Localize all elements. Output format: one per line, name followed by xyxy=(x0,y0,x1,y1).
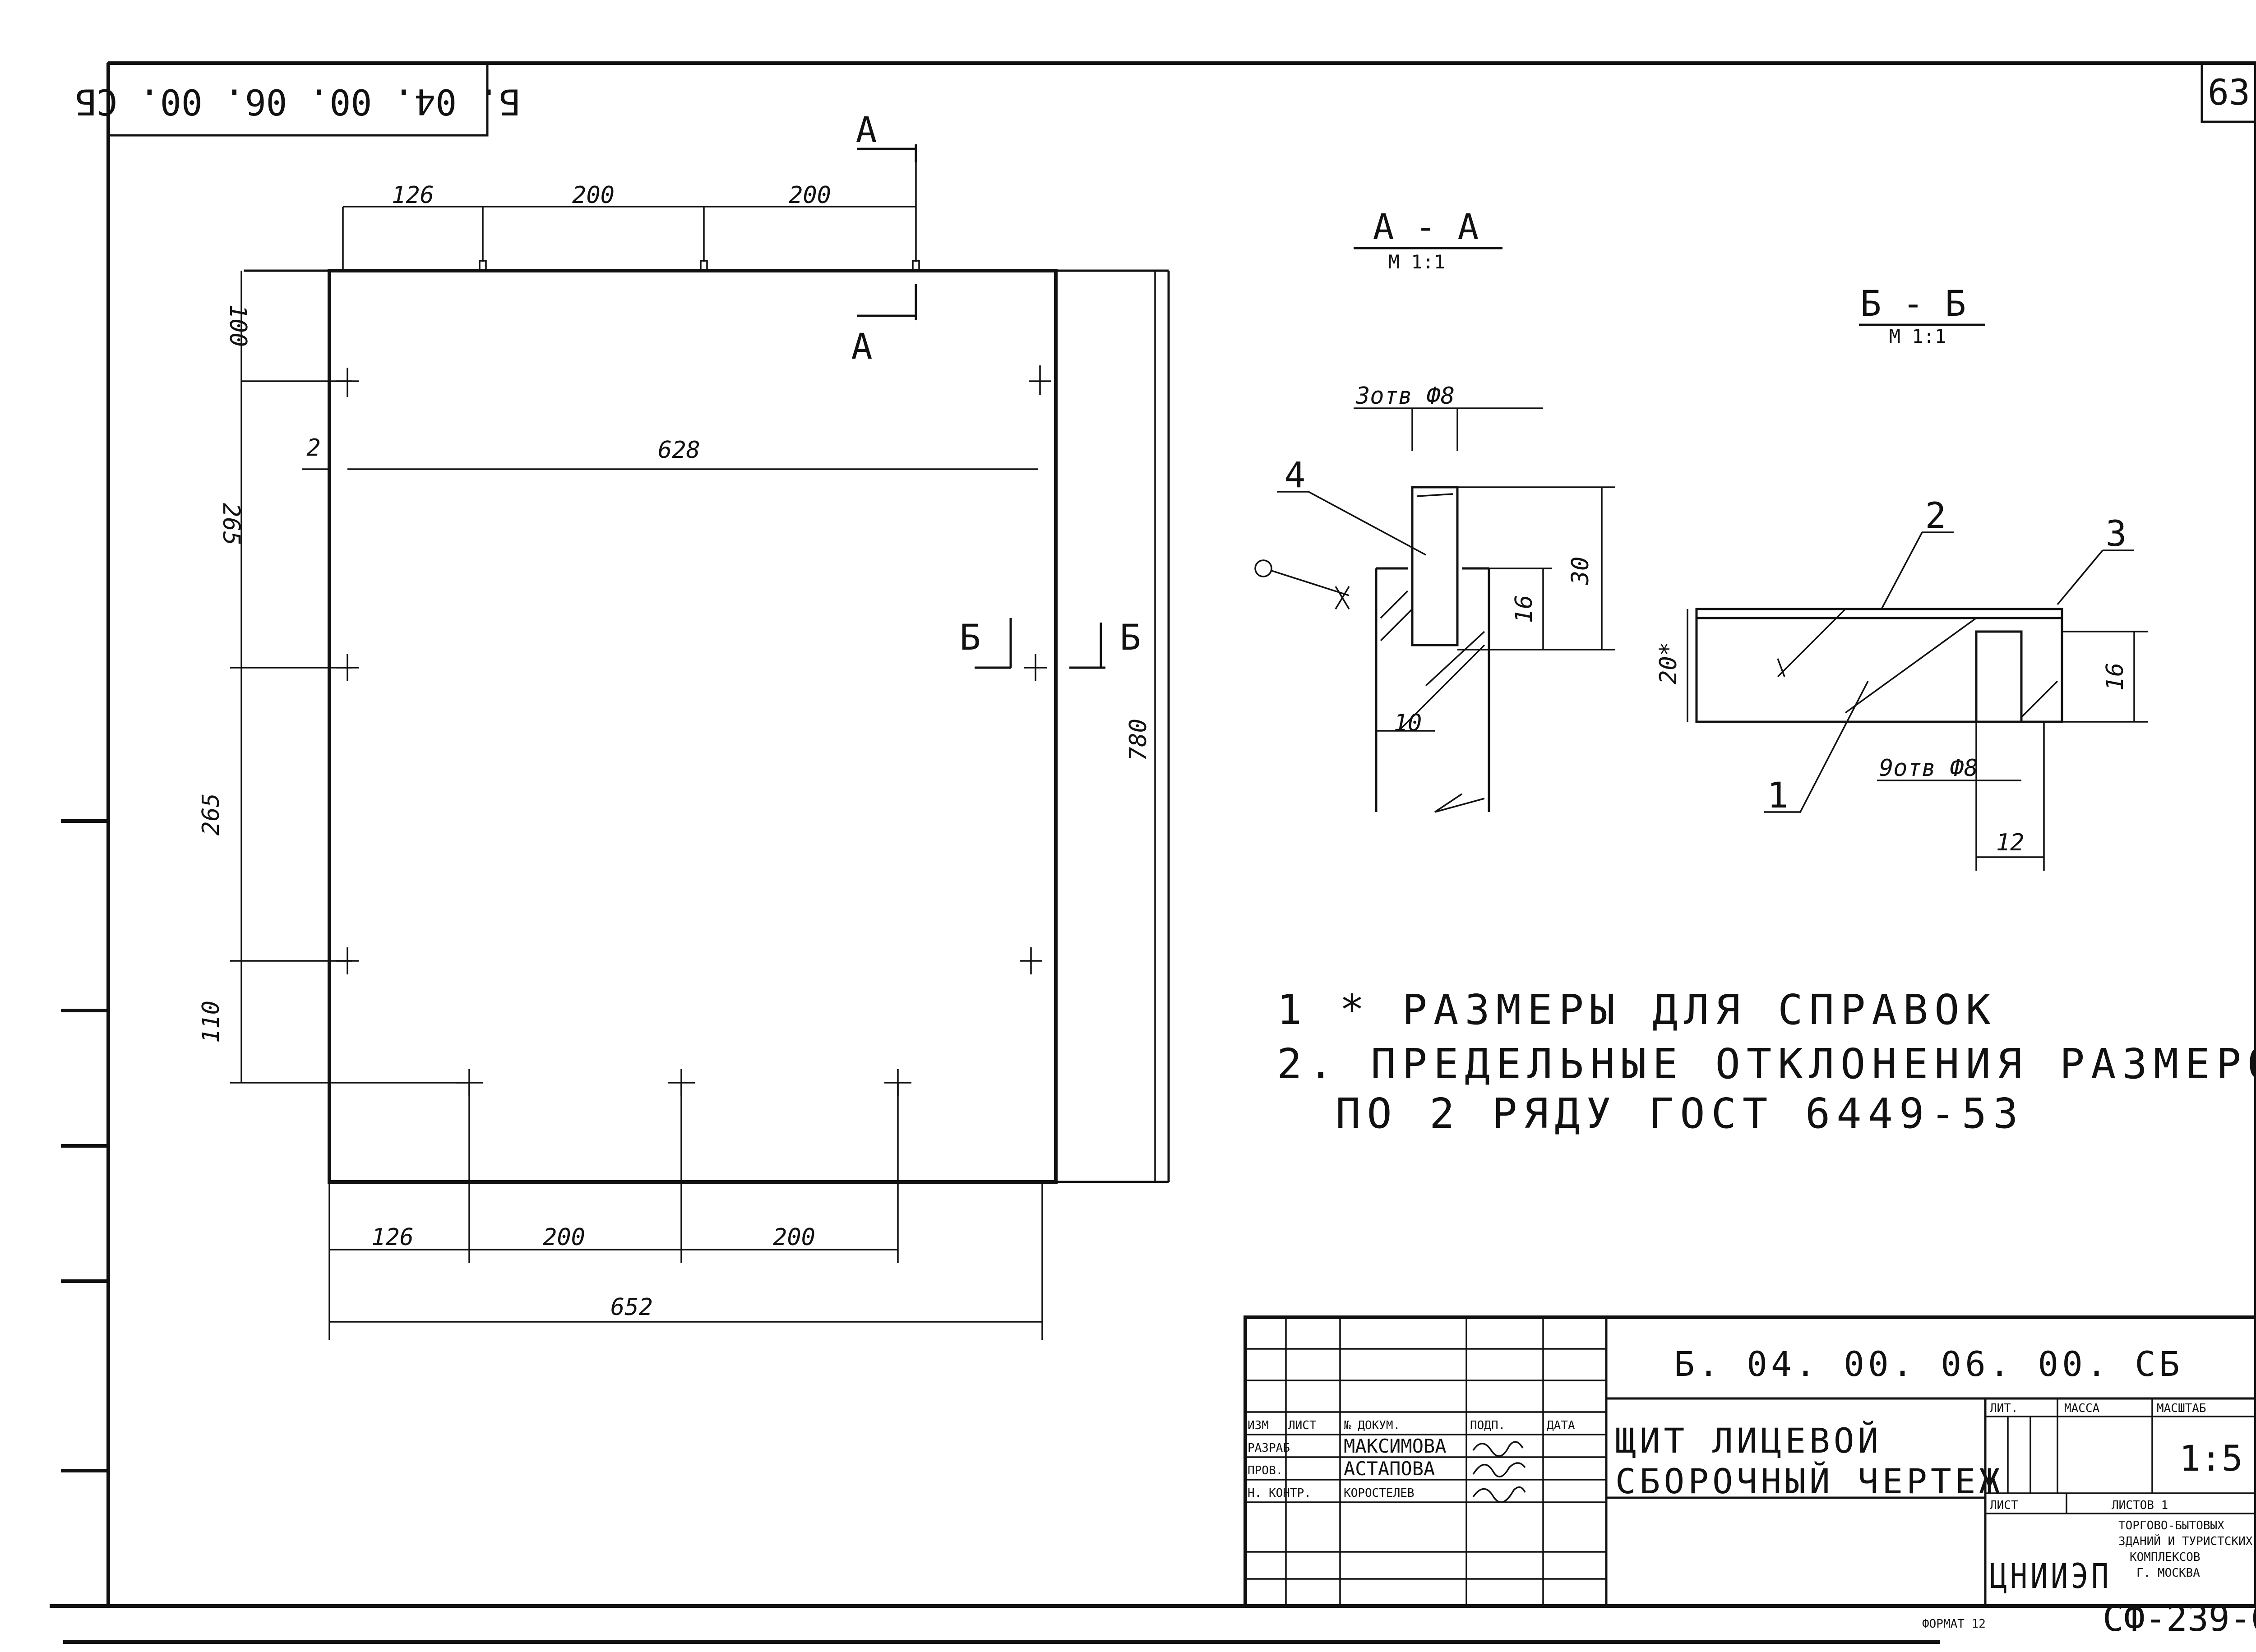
cut-a-top: А xyxy=(856,110,877,151)
tb-doc-code: Б. 04. 00. 06. 00. СБ xyxy=(1674,1344,2183,1384)
top-dim-2: 200 xyxy=(572,182,615,209)
tb-role-3: Н. КОНТР. xyxy=(1248,1486,1311,1500)
left-dim-265b: 265 xyxy=(198,793,225,835)
org-logo: ЦНИИЭП xyxy=(1990,1556,2112,1596)
tb-scale-label: МАСШТАБ xyxy=(2157,1402,2206,1415)
tb-col-date: ДАТА xyxy=(1547,1419,1575,1432)
section-aa-dim-16: 16 xyxy=(1511,595,1538,623)
sheet-number-box: 63 xyxy=(2201,62,2256,123)
section-aa-dim-10: 10 xyxy=(1394,710,1422,737)
tb-role-2: ПРОВ. xyxy=(1248,1464,1283,1477)
tb-col-list: ЛИСТ xyxy=(1288,1419,1317,1432)
tb-scale-value: 1:5 xyxy=(2179,1439,2243,1479)
sheet-frame xyxy=(50,61,2256,1644)
section-aa: А - А М 1:1 3отв Ф8 30 16 10 4 xyxy=(1254,207,1615,813)
bottom-dim-1: 126 xyxy=(371,1224,414,1251)
tb-name-line1: ЩИТ ЛИЦЕВОЙ xyxy=(1615,1420,1882,1461)
cut-b-left: Б xyxy=(960,618,981,658)
title-block: ИЗМ ЛИСТ № ДОКУМ. ПОДП. ДАТА РАЗРАБ МАКС… xyxy=(1244,1315,2256,1608)
org-line-3: КОМПЛЕКСОВ xyxy=(2130,1550,2201,1564)
org-line-1: ТОРГОВО-БЫТОВЫХ xyxy=(2118,1519,2224,1532)
section-aa-holes: 3отв Ф8 xyxy=(1355,383,1455,410)
org-line-2: ЗДАНИЙ И ТУРИСТСКИХ xyxy=(2118,1534,2253,1548)
tb-sheet-label: ЛИСТ xyxy=(1990,1499,2018,1512)
section-aa-dim-30: 30 xyxy=(1567,557,1594,586)
tb-name-2: АСТАПОВА xyxy=(1344,1458,1435,1480)
overall-width-dim: 652 xyxy=(610,1294,653,1321)
top-dim-3: 200 xyxy=(789,182,831,209)
tb-role-1: РАЗРАБ xyxy=(1248,1441,1290,1455)
cut-a-bottom: А xyxy=(851,327,873,367)
tb-name-line2: СБОРОЧНЫЙ ЧЕРТЕЖ xyxy=(1615,1461,2003,1501)
left-offset-dim: 2 xyxy=(306,434,320,461)
bottom-dim-2: 200 xyxy=(543,1224,585,1251)
tb-sheets-label: ЛИСТОВ 1 xyxy=(2112,1499,2168,1512)
section-bb: Б - Б М 1:1 20* 16 9отв Ф8 12 2 3 1 xyxy=(1655,284,2148,871)
note-2-cont: ПО 2 РЯДУ ГОСТ 6449-53 xyxy=(1336,1089,2025,1138)
left-dim-110: 110 xyxy=(198,1001,225,1043)
left-dim-100: 100 xyxy=(224,305,251,347)
signature-3 xyxy=(1472,1486,1526,1503)
section-bb-part-2: 2 xyxy=(1925,496,1946,536)
note-2: 2. ПРЕДЕЛЬНЫЕ ОТКЛОНЕНИЯ РАЗМЕРОВ xyxy=(1277,1040,2256,1088)
tb-lit-label: ЛИТ. xyxy=(1990,1402,2018,1415)
section-bb-part-1: 1 xyxy=(1767,775,1789,816)
signature-1 xyxy=(1472,1441,1524,1457)
corner-code-box: Б. 04. 00. 06. 00. СБ xyxy=(75,62,520,137)
section-bb-dim-12: 12 xyxy=(1996,829,2025,856)
section-bb-title: Б - Б xyxy=(1860,284,1966,324)
main-view: 126 200 200 А А 628 2 100 265 265 110 78… xyxy=(198,110,1170,1340)
left-dim-265a: 265 xyxy=(217,503,245,545)
section-aa-part-4: 4 xyxy=(1285,455,1306,496)
format-label: ФОРМАТ 12 xyxy=(1922,1617,1986,1631)
tb-col-sign: ПОДП. xyxy=(1470,1419,1505,1432)
section-bb-dim-20: 20* xyxy=(1655,642,1682,684)
note-1: 1 * РАЗМЕРЫ ДЛЯ СПРАВОК xyxy=(1277,986,1997,1034)
tb-name-1: МАКСИМОВА xyxy=(1344,1435,1447,1457)
org-line-4: Г. МОСКВА xyxy=(2136,1566,2200,1580)
section-bb-dim-16: 16 xyxy=(2102,663,2129,691)
sheet-number: 63 xyxy=(2208,73,2250,113)
section-aa-scale: М 1:1 xyxy=(1388,251,1445,273)
section-aa-title: А - А xyxy=(1373,207,1479,248)
section-bb-scale: М 1:1 xyxy=(1889,325,1946,347)
tb-mass-label: МАССА xyxy=(2064,1402,2100,1415)
doc-code-rotated: Б. 04. 00. 06. 00. СБ xyxy=(75,81,520,122)
tb-col-izm: ИЗМ xyxy=(1248,1419,1269,1432)
tb-name-3: КОРОСТЕЛЕВ xyxy=(1344,1486,1415,1500)
cut-b-right: Б xyxy=(1120,618,1141,658)
inner-width-dim: 628 xyxy=(658,437,700,464)
section-bb-part-3: 3 xyxy=(2106,514,2127,554)
top-dim-1: 126 xyxy=(392,182,434,209)
notes: 1 * РАЗМЕРЫ ДЛЯ СПРАВОК 2. ПРЕДЕЛЬНЫЕ ОТ… xyxy=(1277,986,2256,1138)
signature-2 xyxy=(1472,1462,1526,1478)
hole-marks xyxy=(336,365,1051,1096)
tb-col-doc: № ДОКУМ. xyxy=(1344,1419,1400,1432)
bottom-dim-3: 200 xyxy=(773,1224,815,1251)
section-bb-holes: 9отв Ф8 xyxy=(1879,755,1978,782)
ref-code: СФ-239-05 xyxy=(2103,1599,2256,1639)
overall-height-dim: 780 xyxy=(1125,719,1152,761)
